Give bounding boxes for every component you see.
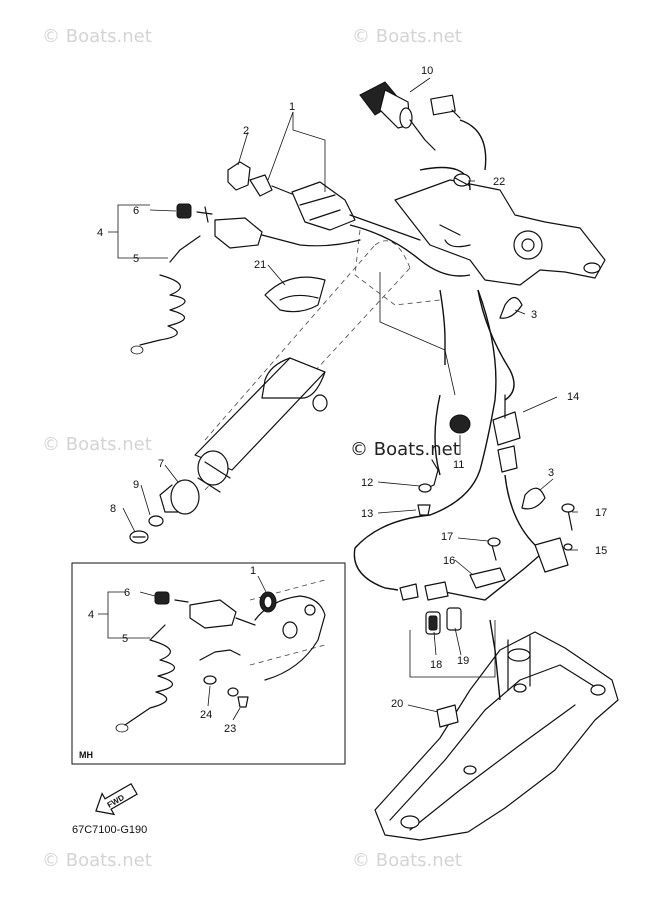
watermark-bottom-right: © Boats.net [352,850,462,871]
inset-frame [71,562,346,765]
inset-label-part-23: 23 [224,723,236,735]
part-3-clips [499,296,546,510]
label-part-2: 2 [243,125,249,137]
label-part-4: 4 [97,227,103,239]
label-part-16: 16 [443,555,455,567]
label-part-6: 6 [133,205,139,217]
part-labels: 1 2 3 3 4 5 6 7 8 9 10 11 12 13 14 15 16… [97,65,607,710]
inset-label-part-6: 6 [124,587,130,599]
inset-mh: 1 4 5 6 23 24 MH [71,562,346,765]
label-part-22: 22 [493,176,505,188]
leader-lines [108,77,578,713]
label-part-13: 13 [361,508,373,520]
part-7-8-9-grip [129,479,200,544]
steering-bracket [354,179,606,306]
diagram-code: 67C7100-G190 [72,824,147,836]
part-21-cap [264,276,326,313]
label-part-19: 19 [457,655,469,667]
inset-variant-label: MH [79,750,93,760]
lower-bracket [374,631,619,841]
label-part-14: 14 [567,391,579,403]
label-part-5: 5 [133,253,139,265]
part-14-connector [492,394,521,473]
part-22-clip [453,173,471,187]
label-part-7: 7 [158,458,164,470]
part-15-16-17 [469,503,575,589]
inset-label-part-5: 5 [122,633,128,645]
label-part-3a: 3 [531,309,537,321]
label-part-12: 12 [361,477,373,489]
part-4-5-6-stop-switch [130,203,361,355]
watermark-bottom-left: © Boats.net [42,850,152,871]
tiller-handle [194,240,411,493]
watermark-top-right: © Boats.net [352,26,462,47]
wiring-harness [349,119,541,701]
label-part-3b: 3 [548,467,554,479]
part-18-19-20 [399,581,462,728]
label-part-21: 21 [254,259,266,271]
watermark-top-left: © Boats.net [42,26,152,47]
label-part-9: 9 [133,479,139,491]
part-1-2-key-switch [227,161,421,241]
watermark-mid-center: © Boats.net [350,439,460,460]
part-10-switch [359,81,461,151]
label-part-1: 1 [289,101,295,113]
inset-label-part-24: 24 [200,709,212,721]
inset-label-part-1: 1 [250,565,256,577]
label-part-10: 10 [421,65,433,77]
label-part-17b: 17 [595,507,607,519]
watermark-mid-left: © Boats.net [42,434,152,455]
fwd-arrow-icon [95,782,138,816]
label-part-8: 8 [110,503,116,515]
part-11-12-13 [417,414,471,516]
label-part-11: 11 [453,459,464,471]
fwd-arrow: FWD [95,782,138,816]
label-part-15: 15 [595,545,607,557]
inset-label-part-4: 4 [88,609,94,621]
label-part-20: 20 [391,698,403,710]
label-part-17a: 17 [441,531,453,543]
label-part-18: 18 [430,659,442,671]
